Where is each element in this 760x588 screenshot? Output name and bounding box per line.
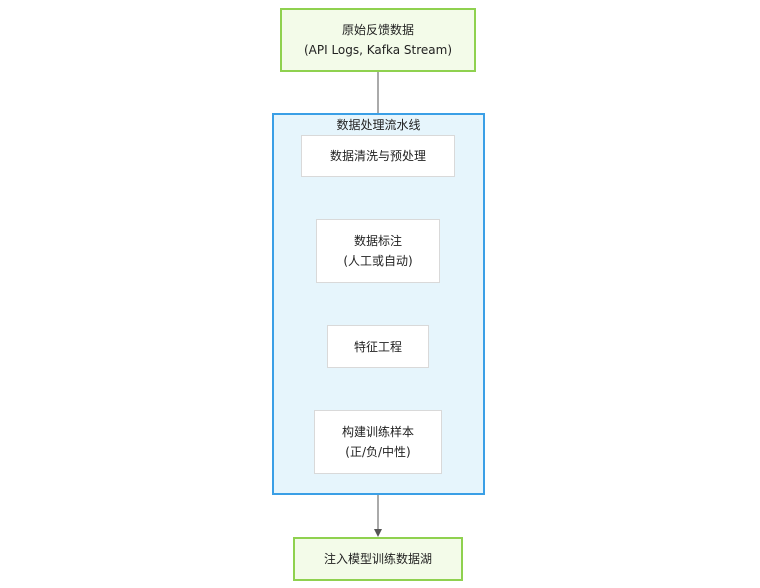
step-cleaning: 数据清洗与预处理	[301, 135, 455, 177]
step-build-samples: 构建训练样本 (正/负/中性)	[314, 410, 442, 474]
step-cleaning-label: 数据清洗与预处理	[329, 149, 426, 163]
source-line-2: (API Logs, Kafka Stream)	[303, 43, 453, 57]
step-feature-engineering-label: 特征工程	[353, 339, 402, 354]
step-feature-engineering: 特征工程	[327, 325, 429, 368]
pipeline-title: 数据处理流水线	[336, 118, 421, 132]
step-labeling-sublabel: (人工或自动)	[343, 254, 413, 268]
sink-node: 注入模型训练数据湖	[293, 537, 463, 581]
sink-label: 注入模型训练数据湖	[323, 552, 432, 566]
source-line-1: 原始反馈数据	[341, 23, 414, 37]
step-build-samples-label: 构建训练样本	[341, 425, 414, 439]
source-node: 原始反馈数据 (API Logs, Kafka Stream)	[280, 8, 476, 72]
step-labeling: 数据标注 (人工或自动)	[316, 219, 440, 283]
step-labeling-label: 数据标注	[353, 234, 402, 248]
step-build-samples-sublabel: (正/负/中性)	[345, 445, 411, 459]
